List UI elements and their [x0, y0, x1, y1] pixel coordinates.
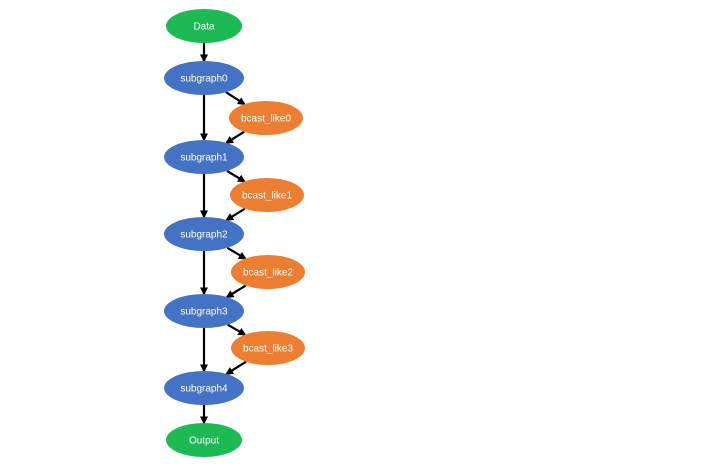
node-label: Data — [193, 22, 215, 33]
node-shape — [164, 294, 244, 328]
node-label: subgraph3 — [180, 307, 228, 318]
edges — [200, 43, 247, 425]
node-bcast-like3: bcast_like3 — [231, 331, 305, 365]
node-label: subgraph4 — [180, 384, 228, 395]
node-output: Output — [166, 423, 242, 457]
edge-bcast_like0-to-subgraph1 — [225, 130, 245, 144]
node-shape — [229, 101, 303, 135]
node-data: Data — [166, 9, 242, 43]
node-label: subgraph1 — [180, 153, 228, 164]
node-bcast-like2: bcast_like2 — [231, 255, 305, 289]
edge-subgraph0-to-bcast_like0 — [225, 91, 246, 106]
node-bcast-like1: bcast_like1 — [230, 178, 304, 212]
node-subgraph0: subgraph0 — [164, 61, 244, 95]
node-shape — [164, 61, 244, 95]
node-shape — [166, 9, 242, 43]
node-shape — [166, 423, 242, 457]
edge-subgraph1-to-bcast_like1 — [226, 169, 246, 183]
node-shape — [164, 217, 244, 251]
node-subgraph4: subgraph4 — [164, 371, 244, 405]
node-label: bcast_like2 — [243, 268, 293, 279]
node-shape — [231, 331, 305, 365]
edge-bcast_like1-to-subgraph2 — [225, 207, 246, 221]
node-subgraph2: subgraph2 — [164, 217, 244, 251]
node-subgraph3: subgraph3 — [164, 294, 244, 328]
edge-subgraph2-to-bcast_like2 — [226, 246, 247, 260]
nodes: Data subgraph0 bcast_like0 subgraph1 bcast_l… — [164, 9, 305, 457]
node-bcast-like0: bcast_like0 — [229, 101, 303, 135]
node-shape — [230, 178, 304, 212]
edge-bcast_like2-to-subgraph3 — [225, 284, 247, 299]
node-label: bcast_like1 — [242, 191, 292, 202]
node-label: subgraph0 — [180, 74, 228, 85]
node-subgraph1: subgraph1 — [164, 140, 244, 174]
node-label: bcast_like0 — [241, 114, 291, 125]
node-shape — [164, 371, 244, 405]
edge-bcast_like3-to-subgraph4 — [225, 360, 247, 375]
node-label: bcast_like3 — [243, 344, 293, 355]
node-shape — [164, 140, 244, 174]
edge-subgraph3-to-bcast_like3 — [227, 323, 247, 336]
node-label: Output — [189, 436, 219, 447]
node-label: subgraph2 — [180, 230, 228, 241]
node-shape — [231, 255, 305, 289]
